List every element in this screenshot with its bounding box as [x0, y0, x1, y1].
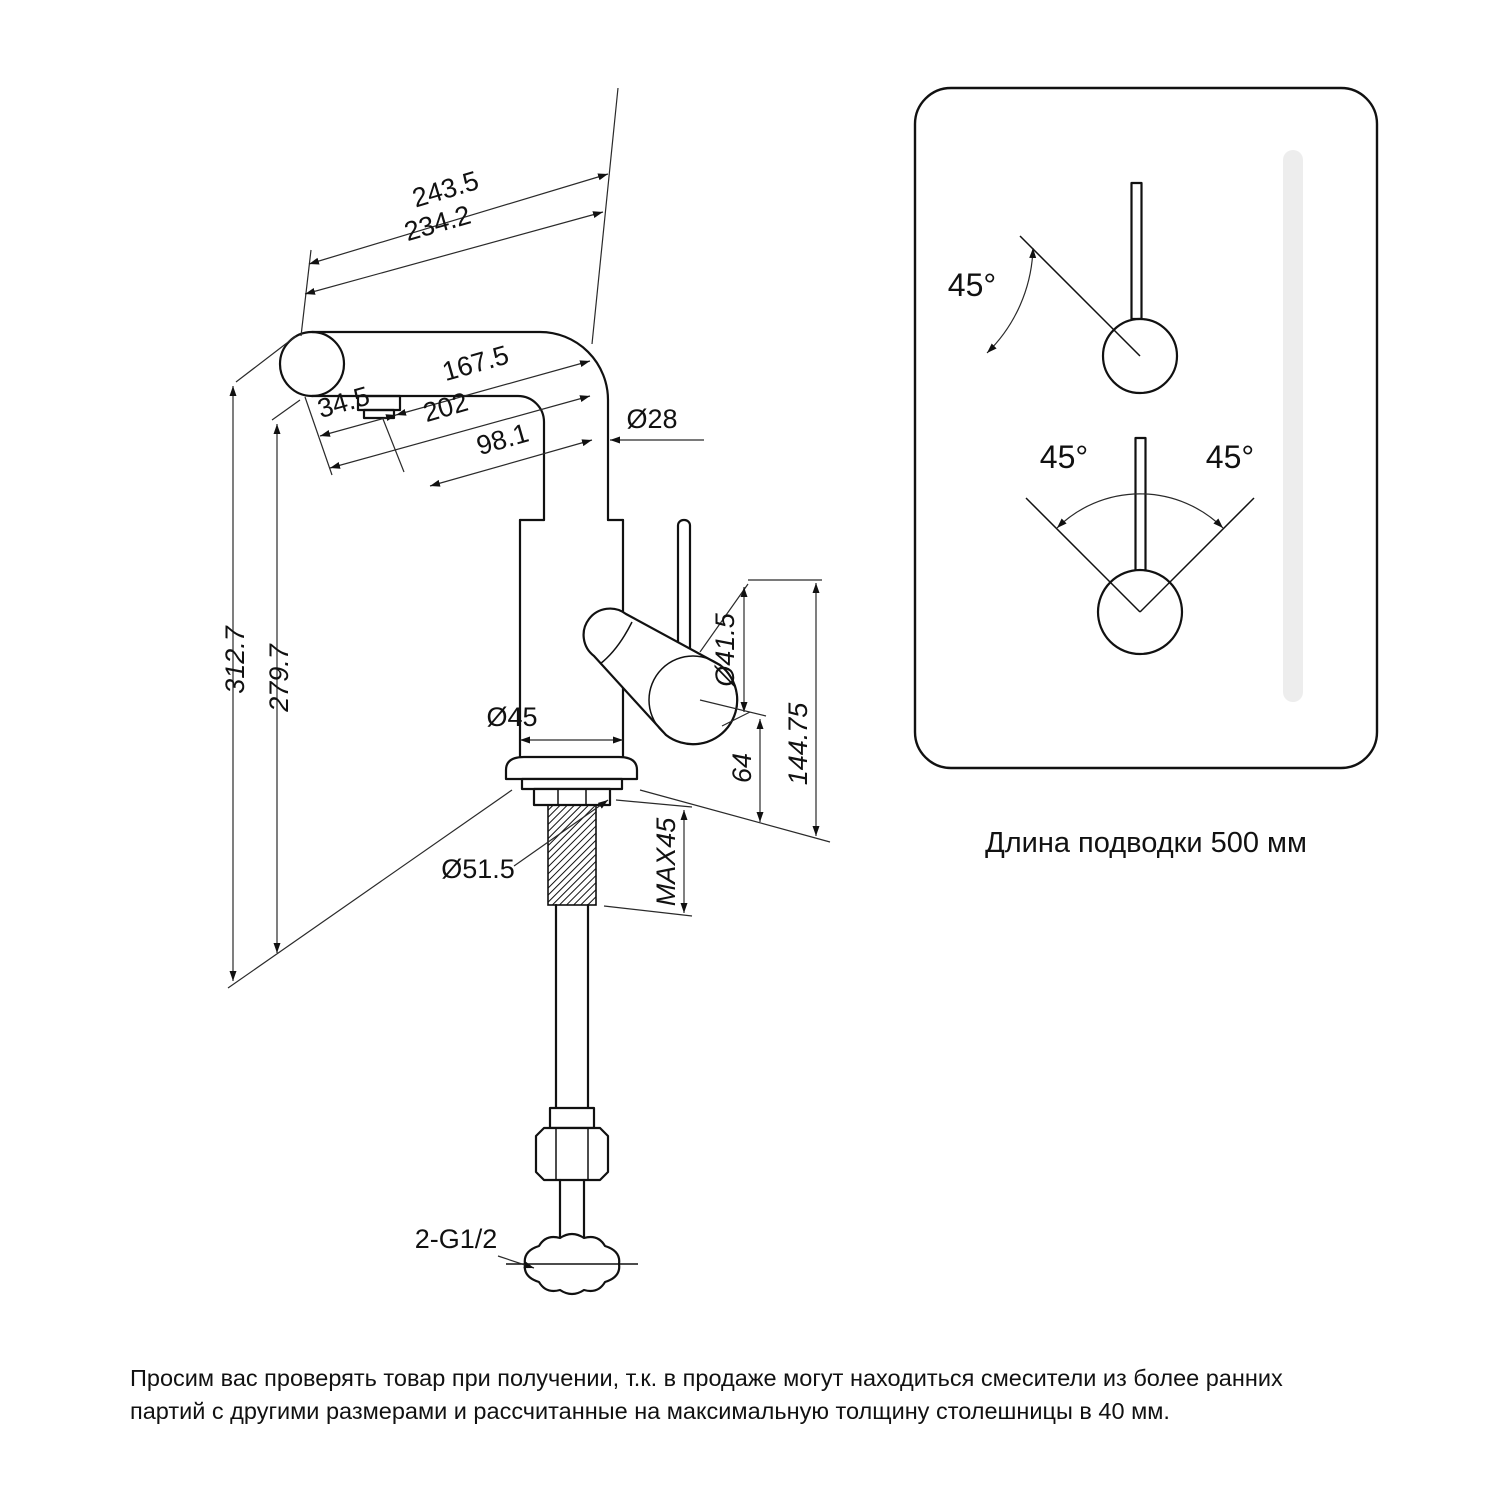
leader-line-hole-diameter	[513, 799, 609, 867]
dim-label-max-thickness: MAX45	[651, 817, 681, 907]
swivel-diagram-top: 45°	[948, 181, 1179, 395]
rotation-panel: 45° 45° 45° Длина подводки 500 мм	[913, 86, 1379, 859]
ext-line-spout-tip	[304, 396, 333, 476]
hose-upper	[554, 903, 590, 1110]
handle-joint-line	[599, 621, 633, 665]
dim-label-total-height: 312.7	[220, 625, 250, 694]
dim-label-handle-height: 144.75	[783, 702, 813, 786]
dim-line-spout-length	[304, 211, 604, 295]
leader-line-thread-size	[497, 1255, 535, 1269]
swivel-limit-line	[1019, 235, 1141, 357]
ext-line-counter-top	[615, 799, 693, 808]
ext-line-handle-top	[699, 583, 749, 653]
ext-line-top-right	[591, 87, 619, 345]
dimension-annotations: 312.7 279.7 243.5 234.2 34.5 167.5 202 9…	[220, 87, 831, 1269]
swivel-angle-label-left: 45°	[1040, 439, 1088, 475]
spout-top-view-stick	[1130, 181, 1143, 321]
footer-line-1: Просим вас проверять товар при получении…	[130, 1365, 1283, 1391]
panel-frame	[913, 86, 1379, 770]
ext-line-aerator	[382, 418, 405, 473]
hose-collar	[548, 1106, 596, 1130]
handle-face-rim	[648, 655, 738, 745]
dim-label-reach: 202	[420, 387, 472, 428]
ext-line-handle-bottom	[721, 711, 751, 727]
swivel-arc	[986, 247, 1037, 354]
hose-nut	[534, 1126, 610, 1182]
dim-line-reach	[329, 395, 591, 469]
dim-label-thread-size: 2-G1/2	[415, 1224, 498, 1254]
footer-line-2: партий с другими размерами и рассчитанны…	[130, 1398, 1170, 1424]
panel-highlight-bar	[1283, 150, 1303, 702]
footer-note: Просим вас проверять товар при получении…	[130, 1365, 1283, 1424]
hose-length-caption: Длина подводки 500 мм	[985, 827, 1307, 859]
hose-lower	[558, 1178, 586, 1242]
swivel-angle-label-top: 45°	[948, 267, 996, 303]
faucet-side-view	[278, 330, 739, 1296]
dim-label-reach-axis: 98.1	[473, 418, 532, 461]
ext-line-counter-bottom	[603, 905, 693, 917]
mounting-washer	[520, 777, 624, 791]
faucet-handle	[582, 607, 739, 746]
spout-top-view-stick-2	[1134, 436, 1147, 574]
dim-label-reach-inner: 167.5	[439, 340, 512, 387]
dim-label-body-diameter: Ø45	[486, 702, 537, 732]
ext-line-handle-axis	[699, 699, 767, 717]
swivel-limit-line-right	[1139, 497, 1255, 613]
dim-label-hole-diameter: Ø51.5	[441, 854, 515, 884]
base-flange	[504, 755, 639, 781]
swivel-diagram-bottom: 45° 45°	[1025, 436, 1255, 656]
mounting-nut	[532, 787, 612, 807]
dim-label-tube-diameter: Ø28	[626, 404, 677, 434]
supply-hose	[506, 903, 638, 1296]
swivel-angle-label-right: 45°	[1206, 439, 1254, 475]
spout-outer-contour	[310, 330, 610, 522]
dim-label-spout-height: 279.7	[264, 643, 294, 713]
mounting-hardware	[504, 755, 639, 906]
threaded-shank	[547, 804, 597, 906]
hose-nut-facets	[555, 1128, 589, 1180]
swivel-limit-line-left	[1025, 497, 1141, 613]
dim-label-handle-offset: 64	[727, 753, 757, 783]
swivel-arc-2	[1056, 493, 1224, 529]
dim-label-spout-length: 234.2	[401, 200, 474, 247]
ext-line-base-right	[639, 789, 831, 843]
dim-line-reach-axis	[429, 439, 593, 487]
ext-line-spout-top	[235, 335, 297, 383]
ext-line-base-left	[227, 789, 513, 989]
mounting-nut-facets	[557, 789, 587, 805]
ext-line-spout-bottom	[271, 399, 301, 421]
dim-label-handle-diameter: Ø41.5	[710, 612, 740, 688]
